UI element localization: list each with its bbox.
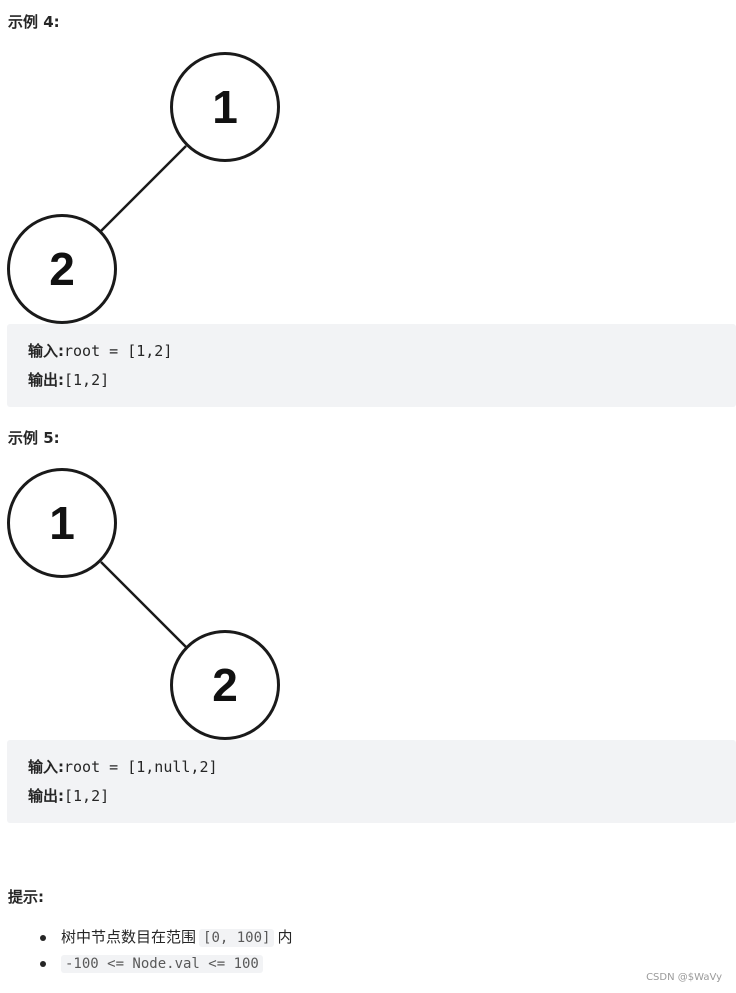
input-value: root = [1,null,2] [64,758,218,776]
hint-text: 树中节点数目在范围 [61,928,197,946]
inline-code: [0, 100] [199,929,275,947]
tree-node-label: 2 [49,243,75,295]
hints-list: 树中节点数目在范围[0, 100]内 -100 <= Node.val <= 1… [0,926,292,978]
tree-edge [100,561,187,648]
output-value: [1,2] [64,371,110,389]
example-5-heading: 示例 5: [8,429,60,447]
inline-code: -100 <= Node.val <= 100 [61,955,263,973]
example-4-input-line: 输入:root = [1,2] [28,341,172,361]
output-value: [1,2] [64,787,110,805]
tree-node-right-child: 2 [170,630,280,740]
example-4-code-block: 输入:root = [1,2] 输出:[1,2] [7,324,736,407]
output-label: 输出: [28,787,64,805]
tree-node-label: 2 [212,659,238,711]
tree-edge [100,145,187,232]
input-label: 输入: [28,342,64,360]
example-5-output-line: 输出:[1,2] [28,786,109,806]
hints-heading: 提示: [8,888,44,906]
tree-node-root: 1 [170,52,280,162]
tree-node-label: 1 [212,81,238,133]
watermark: CSDN @$WaVy [646,972,722,983]
example-4-heading: 示例 4: [8,13,60,31]
example-5-input-line: 输入:root = [1,null,2] [28,757,218,777]
tree-node-root: 1 [7,468,117,578]
input-label: 输入: [28,758,64,776]
example-5-tree-diagram: 1 2 [7,468,280,740]
hint-text: 内 [277,928,293,946]
example-5-code-block: 输入:root = [1,null,2] 输出:[1,2] [7,740,736,823]
input-value: root = [1,2] [64,342,173,360]
list-item: -100 <= Node.val <= 100 [0,952,292,978]
output-label: 输出: [28,371,64,389]
example-4-tree-diagram: 1 2 [7,52,280,324]
example-4-output-line: 输出:[1,2] [28,370,109,390]
tree-node-label: 1 [49,497,75,549]
list-item: 树中节点数目在范围[0, 100]内 [0,926,292,952]
tree-node-left-child: 2 [7,214,117,324]
